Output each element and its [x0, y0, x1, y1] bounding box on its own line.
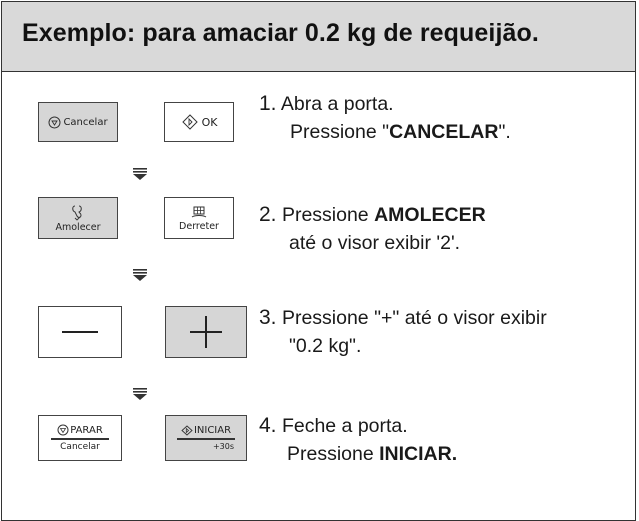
down-arrow-icon: [133, 388, 147, 400]
start-diamond-icon: [181, 425, 193, 436]
step-number: 3.: [259, 306, 277, 329]
step-text: Pressione: [281, 204, 375, 226]
step-text-bold: CANCELAR: [389, 121, 499, 143]
plus-button[interactable]: [165, 306, 247, 358]
cancel-button[interactable]: Cancelar: [38, 102, 118, 142]
start-label: INICIAR: [193, 425, 232, 437]
start-diamond-icon: [181, 114, 198, 130]
minus-icon: [62, 331, 98, 333]
step-text: ".: [498, 121, 511, 143]
start-plus30-label: +30s: [212, 441, 234, 451]
soften-icon: [72, 205, 82, 221]
step-4: 4. Feche a porta. Pressione INICIAR.: [259, 412, 457, 468]
soften-button[interactable]: Amolecer: [38, 197, 118, 239]
step-number: 1.: [259, 92, 277, 115]
melt-button[interactable]: Derreter: [164, 197, 234, 239]
stop-cancel-label: Cancelar: [60, 441, 100, 452]
ok-label: OK: [201, 115, 218, 129]
page-title: Exemplo: para amaciar 0.2 kg de requeijã…: [22, 19, 539, 47]
step-text: até o visor exibir '2'.: [289, 232, 461, 254]
stop-icon: [57, 424, 69, 436]
plus-icon: [190, 316, 222, 348]
cancel-label: Cancelar: [63, 116, 108, 128]
step-1: 1. Abra a porta. Pressione "CANCELAR".: [259, 90, 511, 146]
step-text: Abra a porta.: [280, 93, 394, 115]
soften-label: Amolecer: [55, 221, 101, 233]
step-text: "0.2 kg".: [289, 335, 362, 357]
step-3: 3. Pressione "+" até o visor exibir "0.2…: [259, 304, 547, 360]
step-number: 2.: [259, 203, 277, 226]
step-text-bold: INICIAR.: [379, 443, 458, 465]
divider: [51, 438, 109, 440]
step-text: Pressione "+" até o visor exibir: [281, 307, 547, 329]
step-text: Pressione ": [290, 121, 390, 143]
stop-cancel-button[interactable]: PARAR Cancelar: [38, 415, 122, 461]
step-text: Pressione: [287, 443, 380, 465]
step-number: 4.: [259, 414, 277, 437]
melt-label: Derreter: [179, 220, 219, 232]
step-text: Feche a porta.: [281, 415, 408, 437]
start-button[interactable]: INICIAR +30s: [165, 415, 247, 461]
step-text-bold: AMOLECER: [374, 204, 486, 226]
minus-button[interactable]: [38, 306, 122, 358]
melt-icon: [191, 206, 207, 217]
step-2: 2. Pressione AMOLECER até o visor exibir…: [259, 201, 486, 257]
stop-row: PARAR: [57, 424, 103, 436]
stop-icon: [48, 116, 61, 128]
start-row: INICIAR: [181, 425, 231, 436]
down-arrow-icon: [133, 168, 147, 180]
header-bar: Exemplo: para amaciar 0.2 kg de requeijã…: [2, 2, 635, 72]
down-arrow-icon: [133, 269, 147, 281]
ok-button[interactable]: OK: [164, 102, 234, 142]
stop-label: PARAR: [70, 424, 103, 436]
divider: [177, 438, 235, 440]
